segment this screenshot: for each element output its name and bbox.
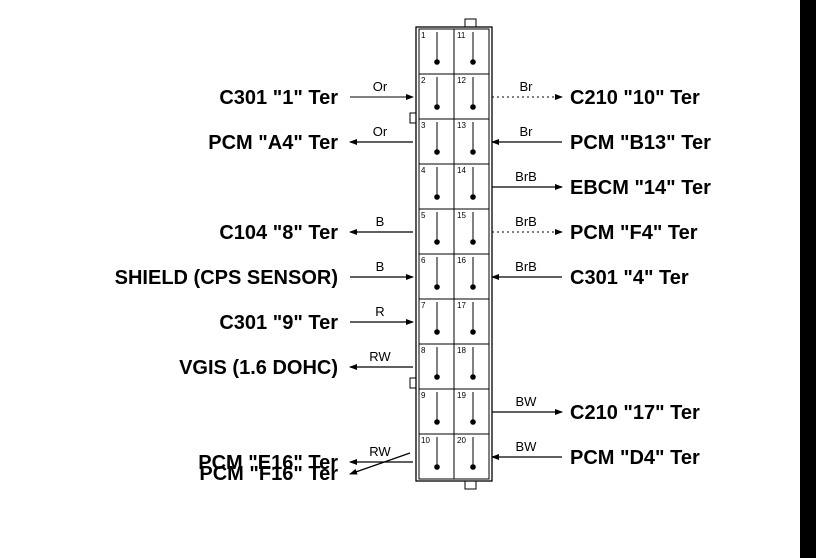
- left-destination-label: SHIELD (CPS SENSOR): [115, 267, 338, 289]
- right-destination-label: PCM "B13" Ter: [570, 132, 711, 154]
- terminal-dot: [434, 374, 440, 380]
- left-destination-label: C301 "9" Ter: [219, 312, 338, 334]
- terminal-dot: [470, 104, 476, 110]
- terminal-dot: [434, 104, 440, 110]
- left-destination-label: PCM "E16" Ter: [198, 452, 338, 474]
- right-wire-color: Br: [520, 79, 534, 94]
- terminal-dot: [470, 329, 476, 335]
- right-destination-label: C210 "17" Ter: [570, 402, 700, 424]
- left-wire-color: Or: [373, 79, 388, 94]
- pin-number: 18: [457, 346, 466, 355]
- pin-number: 11: [457, 31, 466, 40]
- right-wire-color: BW: [516, 394, 538, 409]
- pin-number: 19: [457, 391, 466, 400]
- connector-row: 6 16 B SHIELD (CPS SENSOR) BrB C301 "4" Ter: [115, 256, 689, 290]
- pin-number: 13: [457, 121, 466, 130]
- right-wire-color: BrB: [515, 259, 537, 274]
- pin-number: 5: [421, 211, 426, 220]
- right-wire-color: Br: [520, 124, 534, 139]
- left-destination-label: C104 "8" Ter: [219, 222, 338, 244]
- terminal-dot: [434, 419, 440, 425]
- left-destination-label: PCM "A4" Ter: [208, 132, 338, 154]
- left-wire-color: RW: [369, 349, 391, 364]
- pin-number: 4: [421, 166, 426, 175]
- right-wire-color: BrB: [515, 214, 537, 229]
- pin-number: 2: [421, 76, 426, 85]
- pin-number: 6: [421, 256, 426, 265]
- connector-latch-top: [464, 18, 477, 28]
- terminal-dot: [434, 239, 440, 245]
- right-destination-label: PCM "D4" Ter: [570, 447, 700, 469]
- right-destination-label: EBCM "14" Ter: [570, 177, 711, 199]
- terminal-dot: [434, 59, 440, 65]
- left-destination-label: VGIS (1.6 DOHC): [179, 357, 338, 379]
- right-destination-label: C301 "4" Ter: [570, 267, 689, 289]
- right-wire-color: BW: [516, 439, 538, 454]
- terminal-dot: [434, 194, 440, 200]
- pin-number: 20: [457, 436, 466, 445]
- left-wire-color: RW: [369, 444, 391, 459]
- connector-row: 8 18 RW VGIS (1.6 DOHC): [179, 346, 476, 380]
- terminal-dot: [470, 419, 476, 425]
- right-destination-label: C210 "10" Ter: [570, 87, 700, 109]
- connector-row: 5 15 B C104 "8" Ter BrB PCM "F4" Ter: [219, 211, 698, 245]
- left-wire-color: B: [376, 214, 385, 229]
- pin-number: 7: [421, 301, 426, 310]
- pin-number: 10: [421, 436, 430, 445]
- terminal-dot: [470, 149, 476, 155]
- connector-row: 9 19 BW C210 "17" Ter: [421, 391, 700, 425]
- pcm-f16-label: PCM "F16" Ter: [199, 463, 338, 485]
- terminal-dot: [434, 284, 440, 290]
- left-wire-color: Or: [373, 124, 388, 139]
- pin-number: 14: [457, 166, 466, 175]
- terminal-dot: [470, 374, 476, 380]
- connector-key-upper: [409, 112, 417, 124]
- pin-number: 9: [421, 391, 426, 400]
- left-wire-color: B: [376, 259, 385, 274]
- pin-number: 16: [457, 256, 466, 265]
- connector-housing: [409, 18, 493, 490]
- terminal-dot: [470, 464, 476, 470]
- connector-row: 4 14 BrB EBCM "14" Ter: [421, 166, 711, 200]
- pin-number: 17: [457, 301, 466, 310]
- terminal-dot: [470, 239, 476, 245]
- pcm-f16-arrow: [349, 452, 411, 475]
- connector-key-lower: [409, 377, 417, 389]
- right-destination-label: PCM "F4" Ter: [570, 222, 698, 244]
- pin-number: 1: [421, 31, 426, 40]
- pin-number: 15: [457, 211, 466, 220]
- terminal-dot: [434, 329, 440, 335]
- terminal-dot: [434, 464, 440, 470]
- left-destination-label: C301 "1" Ter: [219, 87, 338, 109]
- right-wire-color: BrB: [515, 169, 537, 184]
- pcm-f16-wire: PCM "F16" Ter: [199, 452, 411, 485]
- terminal-dot: [470, 284, 476, 290]
- connector-latch-bottom: [464, 480, 477, 490]
- connector-row: 7 17 R C301 "9" Ter: [219, 301, 476, 335]
- pin-number: 3: [421, 121, 426, 130]
- terminal-dot: [434, 149, 440, 155]
- terminal-dot: [470, 194, 476, 200]
- right-edge-bar: [800, 0, 816, 558]
- pin-number: 12: [457, 76, 466, 85]
- pin-number: 8: [421, 346, 426, 355]
- terminal-dot: [470, 59, 476, 65]
- left-wire-color: R: [375, 304, 384, 319]
